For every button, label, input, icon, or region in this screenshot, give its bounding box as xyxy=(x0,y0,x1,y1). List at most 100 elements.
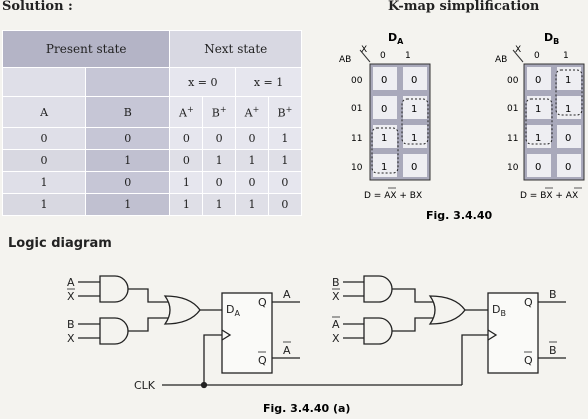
kmap-fig-caption: Fig. 3.4.40 xyxy=(426,209,492,222)
kmap-a-row-header: 11 xyxy=(351,134,362,144)
kmap-a-x-label: X xyxy=(361,45,367,55)
kmap-b-group xyxy=(555,69,583,116)
wire xyxy=(128,288,168,303)
logic-fig-caption: Fig. 3.4.40 (a) xyxy=(263,402,350,415)
kmap-b-x-label: X xyxy=(515,45,521,55)
output-label-b: B xyxy=(549,288,557,301)
kmap-a-cell xyxy=(373,154,397,177)
kmap-b-value: 0 xyxy=(535,162,541,173)
kmap-a-ab-label: AB xyxy=(339,55,351,65)
kmap-b-group xyxy=(525,98,553,145)
table-cell: 0 xyxy=(169,127,204,150)
kmap-b-row-header: 00 xyxy=(507,76,519,86)
kmap-b-cell xyxy=(557,96,581,119)
col-bplus: B+ xyxy=(202,96,237,128)
table-row: 1 0 1 0 0 0 xyxy=(1,171,303,194)
output-label-a: A xyxy=(283,288,291,301)
kmap-db: DB AB X 0 1 00 01 11 10 0 1 1 1 1 0 0 0 … xyxy=(495,31,585,201)
table-row: 1 1 1 1 1 0 xyxy=(1,193,303,216)
and-gate xyxy=(99,317,129,345)
clock-triangle xyxy=(487,329,498,341)
clock-triangle xyxy=(221,329,232,341)
table-cell: 0 xyxy=(235,127,269,150)
or-gate xyxy=(163,295,201,325)
col-b: B xyxy=(85,96,171,128)
col-a: A xyxy=(1,96,87,128)
kmap-a-cell xyxy=(373,125,397,148)
table-cell: 1 xyxy=(235,149,269,172)
output-label-abar: A xyxy=(283,344,291,357)
kmap-title: K-map simplification xyxy=(388,0,540,14)
clock-line: CLK xyxy=(134,334,488,392)
kmap-a-value: 0 xyxy=(381,104,387,115)
kmap-b-cell xyxy=(527,125,551,148)
kmap-b-value: 0 xyxy=(565,133,571,144)
logic-diagram-title: Logic diagram xyxy=(8,236,112,251)
kmap-a-group xyxy=(371,127,399,174)
input-label-xbar: X xyxy=(332,290,340,303)
ff-a-q-label: Q xyxy=(258,296,267,309)
table-cell: 0 xyxy=(202,171,237,194)
solution-title: Solution : xyxy=(2,0,73,14)
table-row: 0 1 0 1 1 1 xyxy=(1,149,303,172)
ff-a-d-label: DA xyxy=(226,303,240,318)
or-gate xyxy=(428,295,466,325)
kmap-b-value: 1 xyxy=(535,104,541,115)
ff-b-qbar-label: Q xyxy=(524,354,533,367)
clock-wire xyxy=(461,334,488,385)
input-label-b: B xyxy=(332,276,340,289)
wire xyxy=(392,317,433,332)
kmap-a-row-header: 01 xyxy=(351,104,362,114)
kmap-a-col-header: 0 xyxy=(380,51,386,61)
flip-flop-a xyxy=(221,292,273,374)
kmap-a-cell xyxy=(373,96,397,119)
table-colheader-row: A B A+ B+ A+ B+ xyxy=(1,96,303,128)
and-gate xyxy=(363,275,393,303)
wire xyxy=(392,288,433,303)
table-cell: 1 xyxy=(85,193,171,216)
ff-b-q-label: Q xyxy=(524,296,533,309)
clock-wire xyxy=(203,334,222,385)
kmap-a-group xyxy=(401,98,429,145)
kmap-a-row-header: 10 xyxy=(351,163,363,173)
col-bplus-x1: B+ xyxy=(267,96,303,128)
kmap-b-col-header: 0 xyxy=(534,51,540,61)
kmap-b-cell xyxy=(527,96,551,119)
kmap-a-cell xyxy=(403,96,427,119)
kmap-b-equation: D = BX + AX xyxy=(520,191,578,201)
kmap-b-cell xyxy=(527,67,551,90)
table-cell: 1 xyxy=(1,193,87,216)
kmap-b-row-header: 11 xyxy=(507,134,518,144)
kmap-b-value: 0 xyxy=(565,162,571,173)
kmap-a-cell xyxy=(403,154,427,177)
table-cell: 1 xyxy=(202,193,237,216)
output-label-bbar: B xyxy=(549,344,557,357)
kmap-a-cell xyxy=(403,67,427,90)
table-cell: 0 xyxy=(1,149,87,172)
kmap-da: DA AB X 0 1 00 01 11 10 0 0 0 1 1 1 1 0 … xyxy=(339,31,431,201)
table-row: 0 0 0 0 0 1 xyxy=(1,127,303,150)
kmap-a-value: 0 xyxy=(411,162,417,173)
input-label-abar: A xyxy=(332,318,340,331)
x0-header: x = 0 xyxy=(169,67,237,97)
wire xyxy=(128,317,168,332)
kmap-b-cell xyxy=(527,154,551,177)
table-header-row: Present state Next state xyxy=(1,30,302,68)
input-label-a: A xyxy=(67,276,75,289)
kmap-b-title: DB xyxy=(544,31,559,46)
clk-label: CLK xyxy=(134,379,156,392)
kmap-b-value: 1 xyxy=(535,133,541,144)
table-cell: 0 xyxy=(1,127,87,150)
present-state-header: Present state xyxy=(1,30,171,68)
table-cell: 1 xyxy=(235,193,269,216)
table-cell: 0 xyxy=(267,193,303,216)
kmap-a-value: 1 xyxy=(411,133,417,144)
flip-flop-b xyxy=(487,292,539,374)
table-cell: 1 xyxy=(267,149,303,172)
table-cell: 0 xyxy=(202,127,237,150)
kmap-a-row-header: 00 xyxy=(351,76,363,86)
kmap-b-cell xyxy=(557,125,581,148)
kmap-a-cell xyxy=(403,125,427,148)
col-aplus-x1: A+ xyxy=(235,96,269,128)
junction-dot xyxy=(200,381,208,389)
